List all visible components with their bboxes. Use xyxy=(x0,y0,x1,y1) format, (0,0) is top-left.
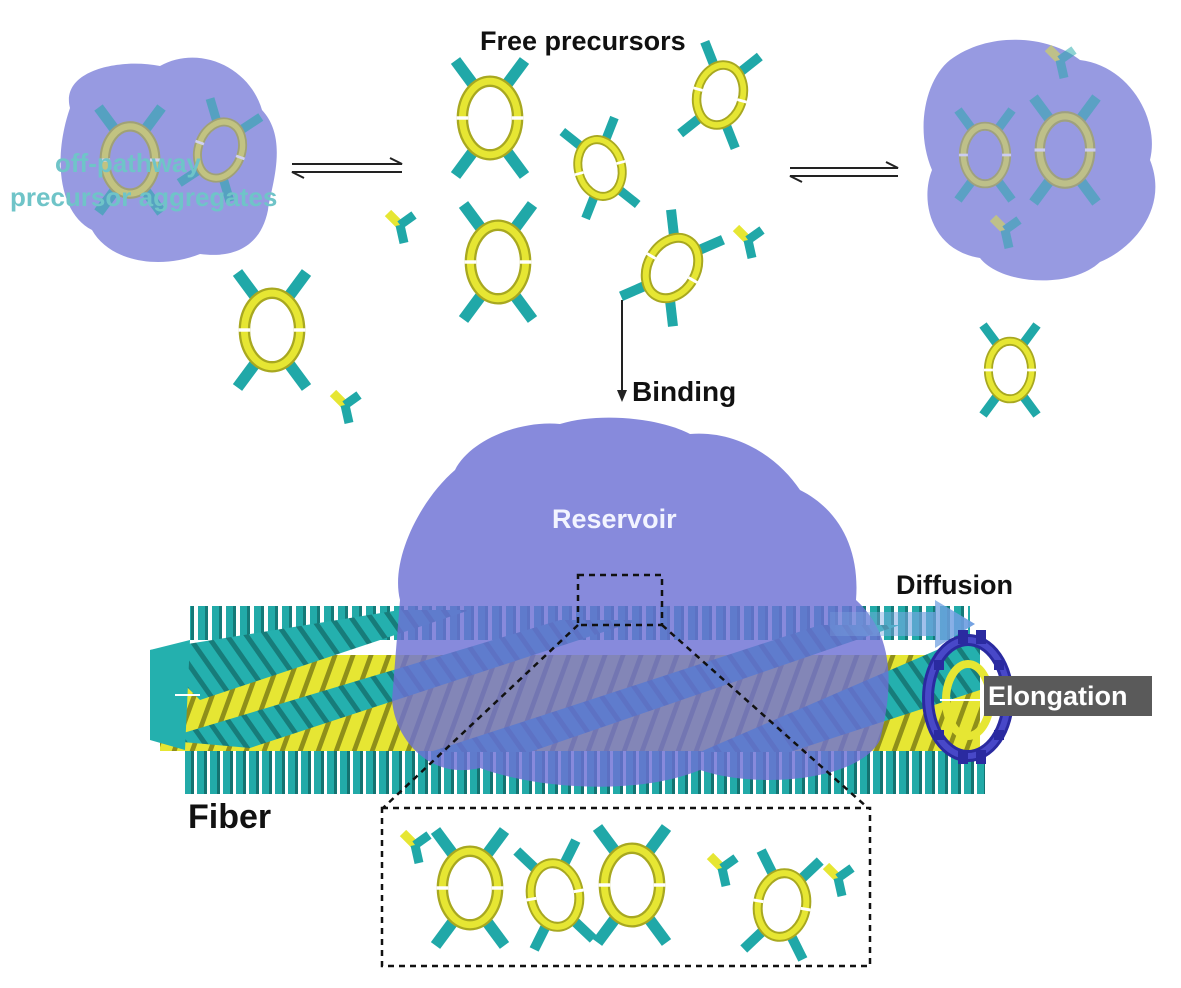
precursor-ring-icon xyxy=(562,118,637,219)
precursor-ring-icon xyxy=(456,61,525,176)
free-precursors xyxy=(238,42,1038,423)
off-pathway-label-line2: precursor aggregates xyxy=(10,182,278,212)
precursor-ring-icon xyxy=(517,841,593,950)
monomer-icon xyxy=(736,228,762,258)
equilibrium-arrow-icon xyxy=(291,157,403,179)
precursor-ring-icon xyxy=(621,210,723,327)
precursor-ring-icon xyxy=(983,325,1037,415)
monomer-icon xyxy=(710,856,736,886)
precursor-ring-icon xyxy=(598,828,667,943)
aggregate-cloud-left xyxy=(60,57,277,262)
equilibrium-arrow-icon xyxy=(789,161,899,183)
reservoir-label: Reservoir xyxy=(552,504,677,534)
diffusion-label: Diffusion xyxy=(896,570,1013,600)
aggregate-cloud-right xyxy=(923,39,1156,281)
precursor-ring-icon xyxy=(744,851,820,960)
monomer-icon xyxy=(826,866,852,896)
zoomed-precursors xyxy=(403,828,852,960)
binding-arrow-icon xyxy=(617,300,627,402)
monomer-icon xyxy=(333,393,359,423)
elongation-label: Elongation xyxy=(984,676,1152,716)
fiber-label: Fiber xyxy=(188,798,272,836)
reservoir-cloud xyxy=(392,417,889,787)
precursor-ring-icon xyxy=(238,273,307,388)
precursor-ring-icon xyxy=(680,42,760,149)
precursor-ring-icon xyxy=(436,831,505,946)
monomer-icon xyxy=(403,833,429,863)
zoom-indicator xyxy=(380,573,872,968)
off-pathway-label-line1: off-pathway xyxy=(55,148,201,178)
monomer-icon xyxy=(388,213,414,243)
binding-label: Binding xyxy=(632,376,737,407)
precursor-ring-icon xyxy=(464,205,533,320)
diffusion-arrow-icon xyxy=(830,600,975,648)
free-precursors-label: Free precursors xyxy=(480,26,686,56)
